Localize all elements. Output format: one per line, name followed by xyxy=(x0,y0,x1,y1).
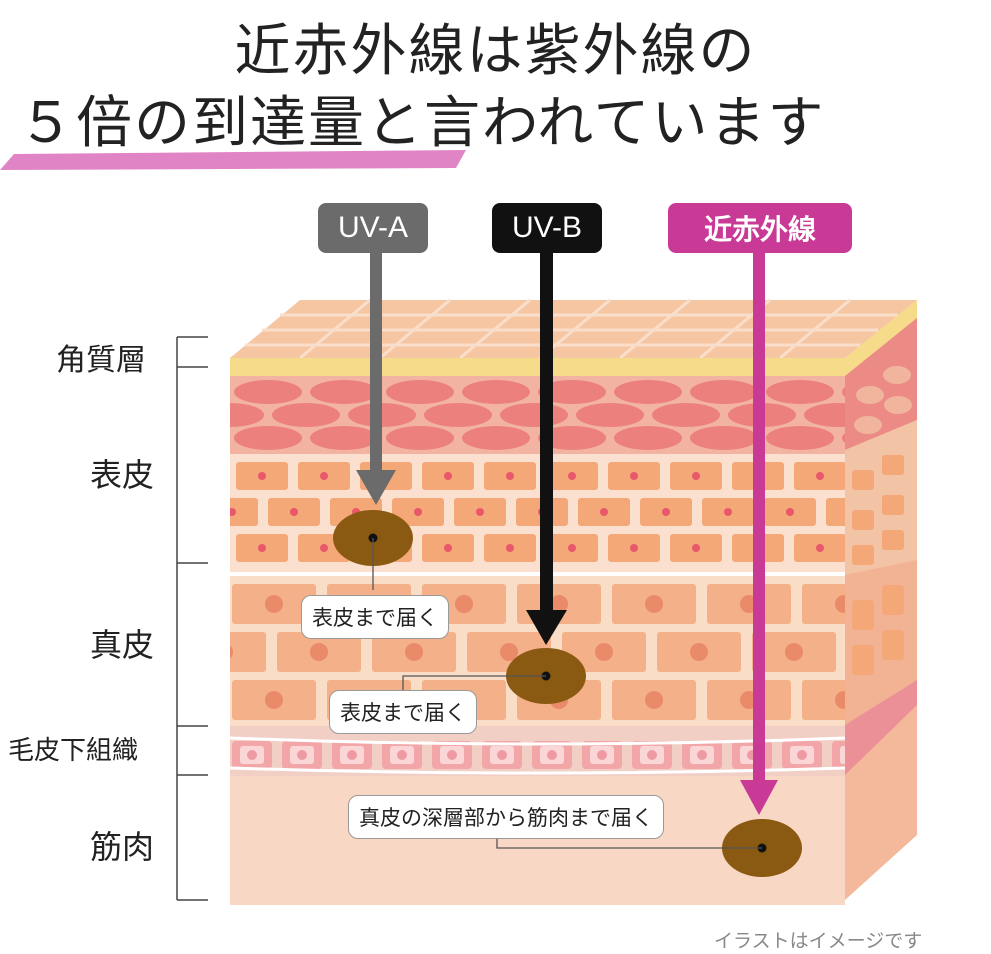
layer-label-dermis: 真皮 xyxy=(90,626,155,664)
uva-arrow xyxy=(356,250,396,505)
stratum-corneum-band xyxy=(230,358,845,376)
skin-top-surface xyxy=(230,298,917,360)
leader-lines xyxy=(372,538,762,849)
uvb-tag: UV-B xyxy=(492,203,602,253)
skin-side-face xyxy=(845,300,917,900)
nir-arrow xyxy=(740,250,778,815)
image-caption: イラストはイメージです xyxy=(714,930,923,952)
uva-reach-callout: 表皮まで届く xyxy=(301,595,449,639)
layer-brackets xyxy=(176,336,208,901)
headline-line-2: ５倍の到達量と言われています xyxy=(18,91,826,156)
layer-label-subcutaneous: 毛皮下組織 xyxy=(8,736,139,766)
headline-underline xyxy=(0,150,466,170)
uvb-arrow xyxy=(526,250,567,645)
layer-label-stratum-corneum: 角質層 xyxy=(56,343,146,378)
layer-label-epidermis: 表皮 xyxy=(90,456,155,494)
layer-label-muscle: 筋肉 xyxy=(90,828,155,866)
nir-reach-callout: 真皮の深層部から筋肉まで届く xyxy=(348,795,664,839)
uva-tag: UV-A xyxy=(318,203,428,253)
uvb-reach-callout: 表皮まで届く xyxy=(329,690,477,734)
headline-line-1: 近赤外線は紫外線の xyxy=(234,19,757,84)
near-infrared-tag: 近赤外線 xyxy=(668,203,852,253)
